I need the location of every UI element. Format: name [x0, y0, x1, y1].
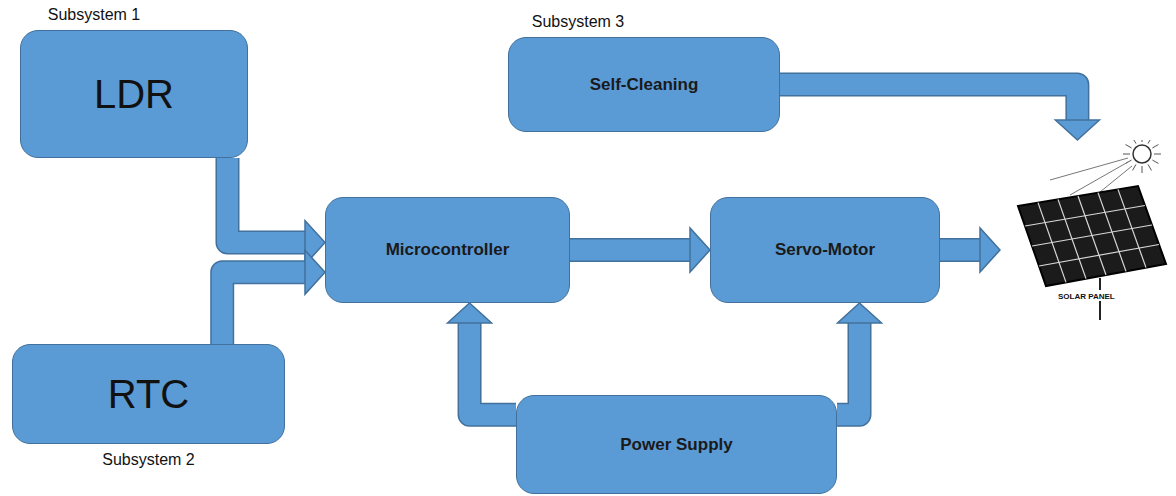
block-arrow	[227, 158, 325, 265]
sensor-box: Subsystem 1LDR	[20, 30, 248, 158]
block-arrow	[570, 228, 710, 272]
actuator-box: Servo-Motor	[710, 197, 940, 303]
controller-box: Microcontroller	[325, 197, 570, 303]
subsystem-label: Subsystem 3	[443, 13, 713, 31]
box-label: Microcontroller	[386, 240, 510, 260]
block-arrow	[780, 85, 1099, 141]
solar-panel: SOLAR PANEL	[1000, 140, 1172, 322]
box-label: RTC	[108, 372, 189, 417]
box-label: Power Supply	[620, 435, 732, 455]
subsystem-label: Subsystem 1	[0, 6, 207, 24]
subsystem-label: Subsystem 2	[13, 451, 284, 469]
box-label: Self-Cleaning	[590, 75, 699, 95]
power-box: Power Supply	[516, 395, 837, 494]
block-arrow	[837, 303, 882, 415]
box-label: Servo-Motor	[775, 240, 875, 260]
panel-label: SOLAR PANEL	[1058, 292, 1115, 301]
block-arrow	[940, 228, 1000, 272]
subsystem-box: Subsystem 3Self-Cleaning	[508, 37, 780, 132]
block-arrow	[222, 250, 325, 344]
clock-box: RTCSubsystem 2	[12, 344, 285, 444]
block-arrow	[448, 303, 516, 415]
box-label: LDR	[94, 72, 174, 117]
